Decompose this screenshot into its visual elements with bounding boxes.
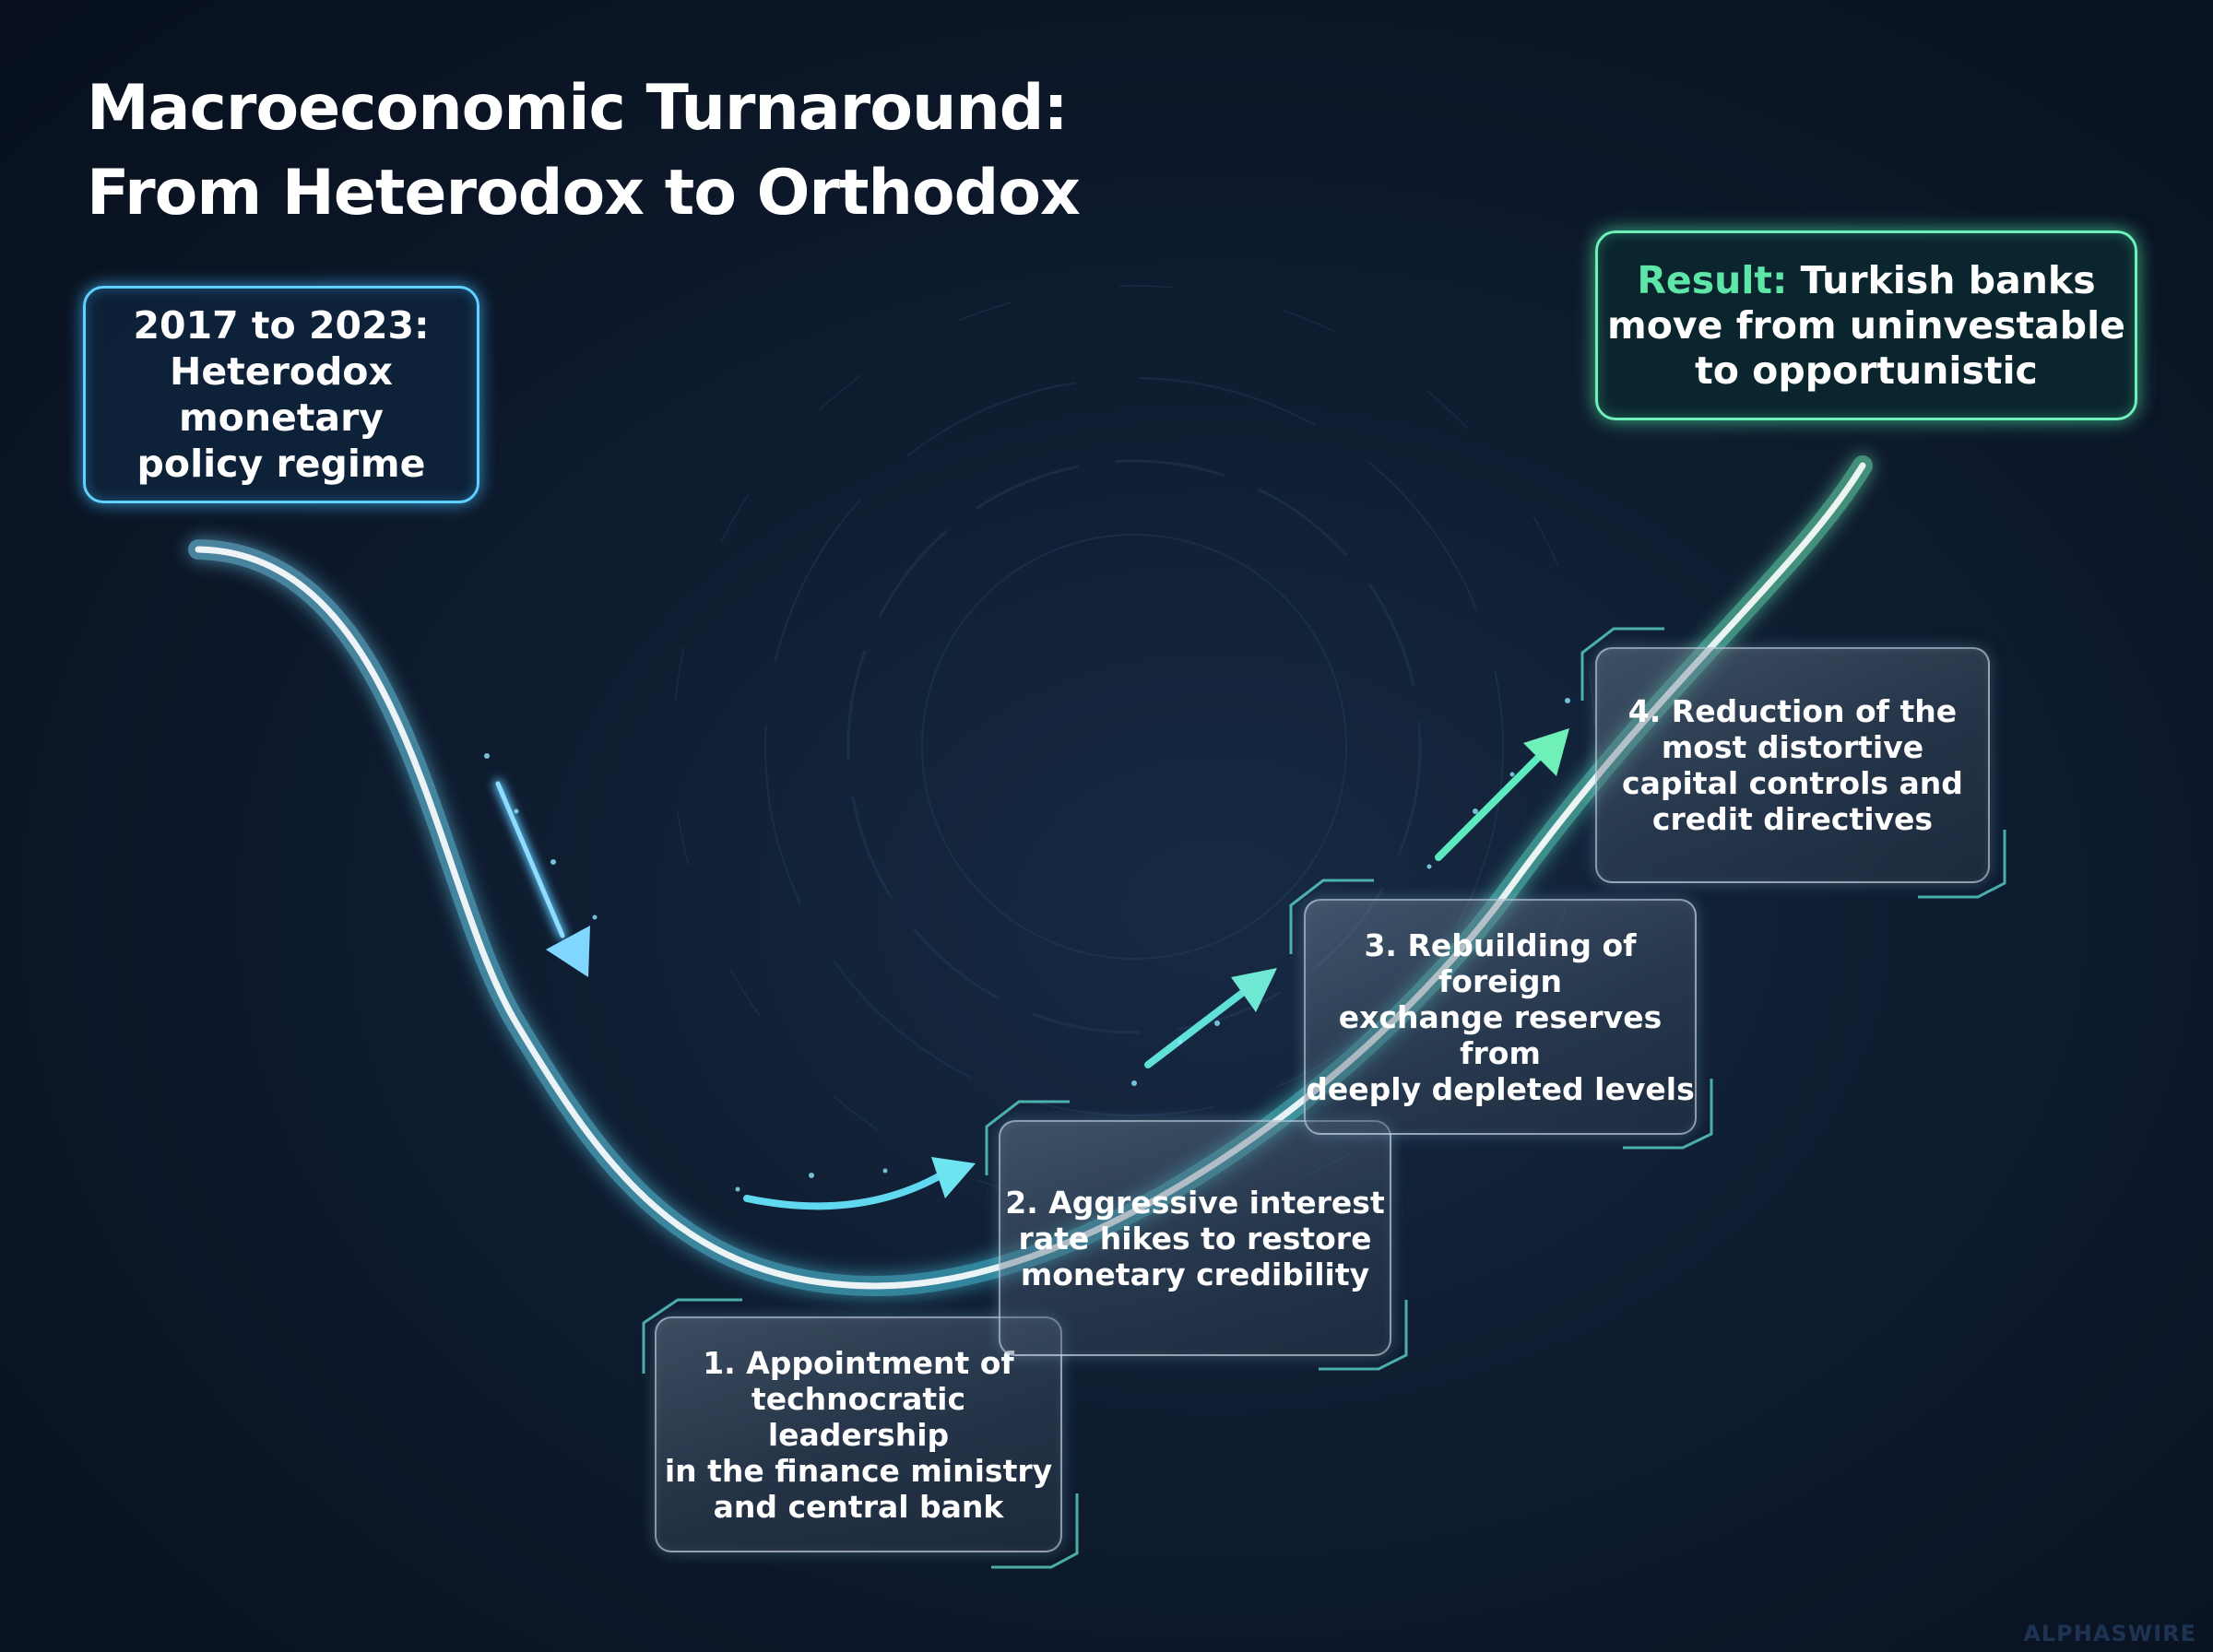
step-1-line-3: in the finance ministry [664,1452,1053,1489]
step-3-line-1: 3. Rebuilding of foreign [1364,926,1637,999]
step-1-line-4: and central bank [713,1488,1004,1525]
result-box: Result: Turkish banks move from uninvest… [1595,230,2137,420]
arrow-up-right-icon [1435,728,1569,861]
step-2-line-2: rate hikes to restore [1018,1220,1372,1257]
sparkles [484,698,1570,1192]
start-regime-box: 2017 to 2023: Heterodox monetary policy … [83,286,479,503]
step-4-text: 4. Reduction of the most distortive capi… [1622,693,1963,837]
start-line-2: Heterodox [170,349,393,394]
step-3-line-3: deeply depleted levels [1306,1070,1695,1107]
turnaround-curve [188,455,1873,1297]
step-1-text: 1. Appointment of technocratic leadershi… [657,1345,1060,1525]
result-line-2: move from uninvestable [1607,302,2125,348]
step-2-line-3: monetary credibility [1020,1256,1370,1292]
step-3-text: 3. Rebuilding of foreign exchange reserv… [1306,927,1695,1107]
result-line-1: Turkish banks [1800,257,2096,302]
page-title: Macroeconomic Turnaround: From Heterodox… [87,66,1081,236]
arrow-down-right-icon [493,779,590,977]
step-3-box: 3. Rebuilding of foreign exchange reserv… [1304,899,1697,1135]
start-regime-text: 2017 to 2023: Heterodox monetary policy … [134,302,430,487]
arrow-up-right-icon [1144,968,1277,1068]
result-label: Result: [1637,257,1788,302]
step-4-line-2: most distortive [1661,729,1924,765]
step-2-line-1: 2. Aggressive interest [1005,1184,1385,1221]
step-4-line-3: capital controls and [1622,765,1963,801]
start-line-1: 2017 to 2023: [133,303,430,348]
step-4-line-4: credit directives [1651,801,1934,837]
step-1-box: 1. Appointment of technocratic leadershi… [655,1316,1062,1552]
step-2-text: 2. Aggressive interest rate hikes to res… [1005,1185,1384,1292]
step-3-line-2: exchange reserves from [1338,998,1663,1071]
arrow-up-right-icon [743,1157,976,1210]
step-4-line-1: 4. Reduction of the [1627,693,1958,729]
result-line-3: to opportunistic [1695,348,2038,393]
result-text: Result: Turkish banks move from uninvest… [1607,258,2125,394]
step-2-box: 2. Aggressive interest rate hikes to res… [999,1120,1391,1356]
title-line-1: Macroeconomic Turnaround: [87,72,1069,145]
step-1-line-1: 1. Appointment of [703,1344,1014,1381]
title-line-2: From Heterodox to Orthodox [87,157,1081,230]
start-line-3: monetary [178,395,385,440]
step-4-box: 4. Reduction of the most distortive capi… [1595,647,1990,883]
start-line-4: policy regime [136,442,426,486]
step-brackets [642,627,2006,1569]
step-1-line-2: technocratic leadership [751,1380,966,1453]
watermark: ALPHASWIRE [2023,1621,2196,1646]
